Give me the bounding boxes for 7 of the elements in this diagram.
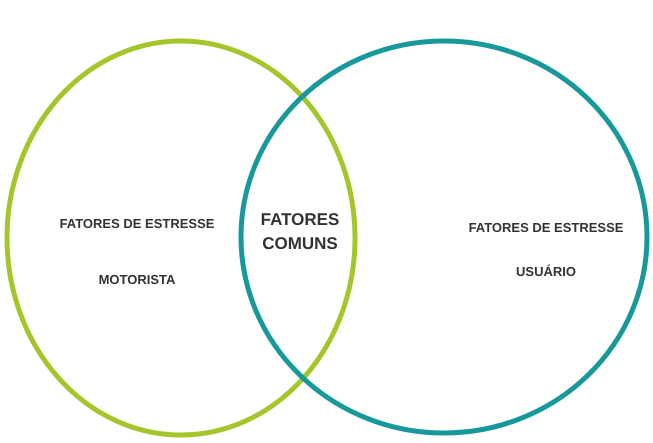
circle-label: FATORES DE ESTRESSE bbox=[468, 219, 624, 237]
venn-circle bbox=[4, 38, 358, 438]
circle-label: FATORES DE ESTRESSE bbox=[58, 215, 216, 233]
circle-label: USUÁRIO bbox=[515, 263, 577, 281]
intersection-label: FATORES COMUNS bbox=[260, 209, 340, 255]
venn-circle bbox=[238, 38, 650, 436]
circle-label: MOTORISTA bbox=[98, 271, 176, 289]
